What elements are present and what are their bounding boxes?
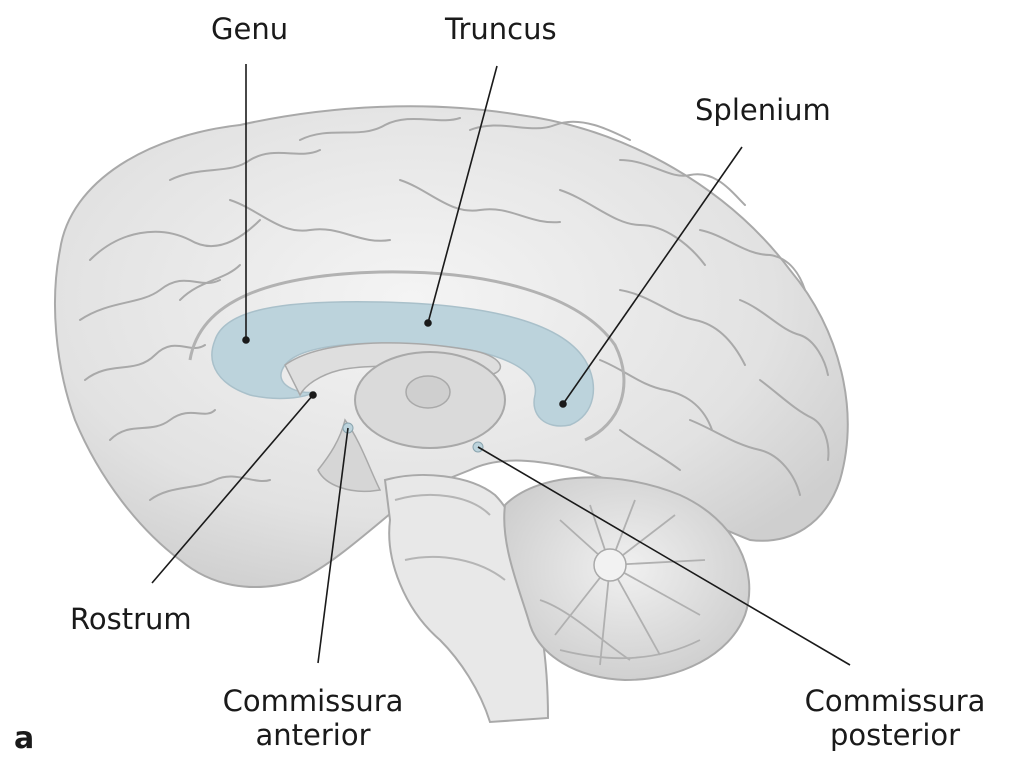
hypothalamus <box>317 418 382 492</box>
gyri-pattern <box>79 117 830 501</box>
label-commissura-posterior-line1: Commissura <box>804 684 986 718</box>
interthalamic-adhesion <box>405 375 451 409</box>
fourth-ventricle <box>593 548 627 582</box>
arbor-vitae <box>539 499 706 666</box>
label-rostrum: Rostrum <box>70 602 192 636</box>
label-commissura-posterior-line2: posterior <box>829 718 961 752</box>
leader-rostrum <box>151 394 314 584</box>
label-commissura-posterior: Commissura posterior <box>800 684 990 752</box>
label-commissura-anterior-line2: anterior <box>255 718 371 752</box>
cerebellum <box>503 476 751 682</box>
label-splenium: Splenium <box>695 93 831 127</box>
leader-commissura-anterior <box>317 427 349 664</box>
leader-splenium <box>562 146 743 405</box>
cingulate-gyrus <box>188 270 626 442</box>
corpus-callosum <box>211 301 595 427</box>
leader-truncus <box>427 65 498 324</box>
leader-lines <box>151 64 851 666</box>
label-truncus: Truncus <box>445 12 557 46</box>
label-commissura-anterior: Commissura anterior <box>218 684 408 752</box>
panel-letter: a <box>14 721 35 756</box>
leader-commissura-posterior <box>477 446 851 666</box>
label-genu: Genu <box>211 12 289 46</box>
label-commissura-anterior-line1: Commissura <box>222 684 404 718</box>
